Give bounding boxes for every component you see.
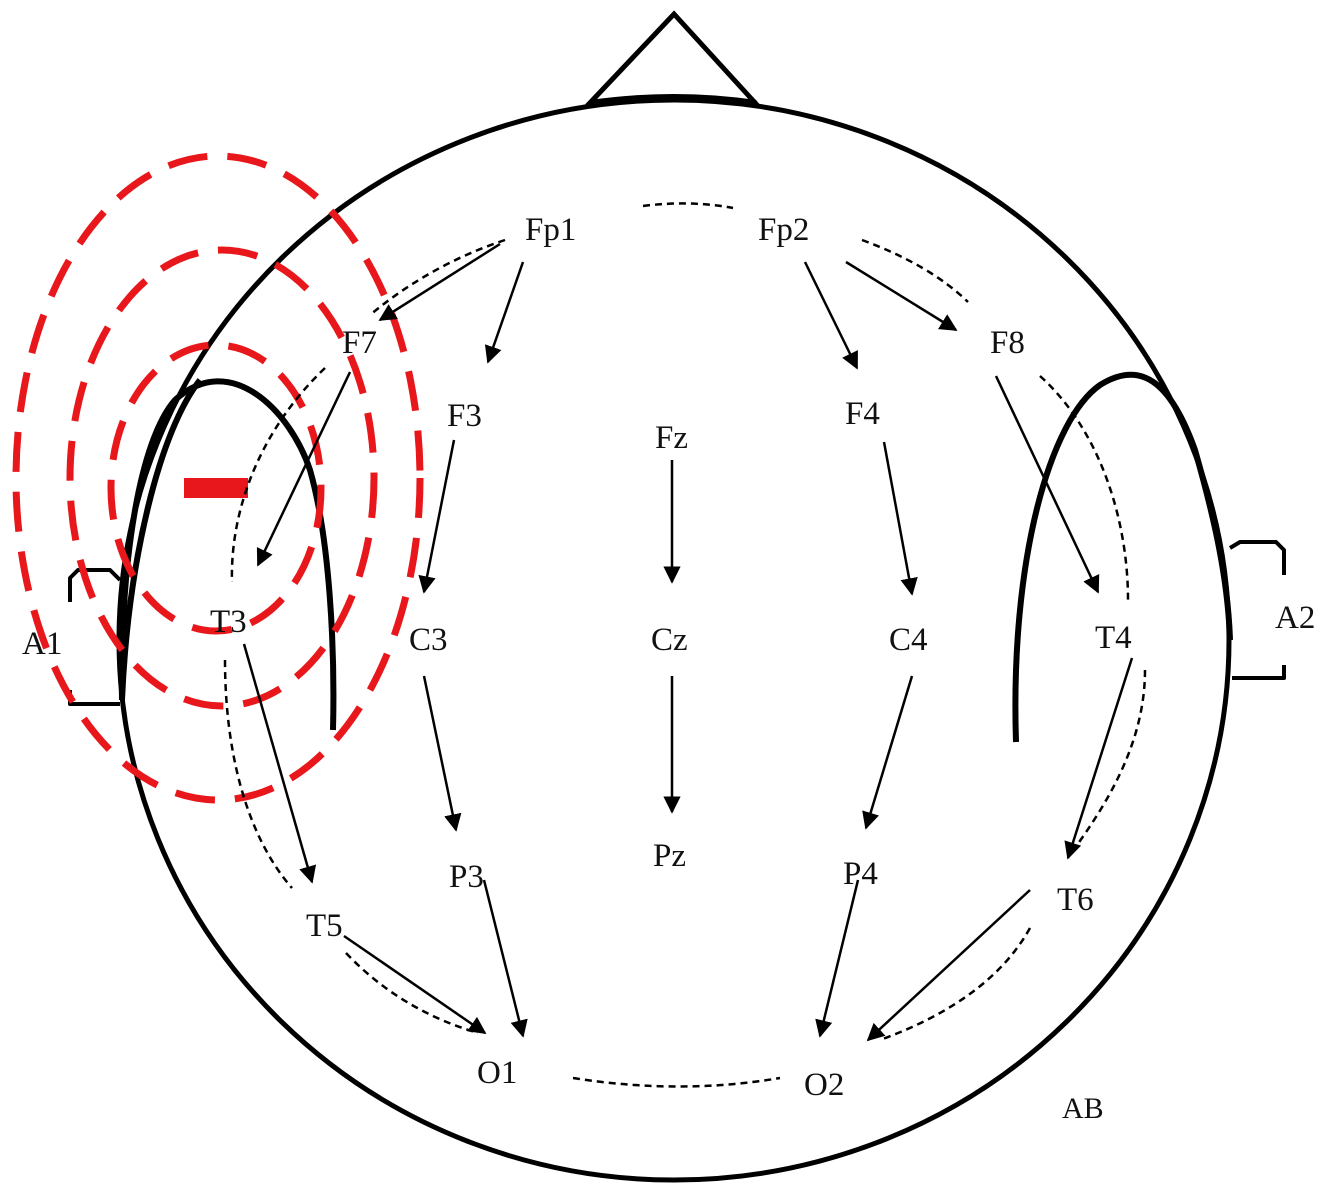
electrode-t6: T6 [1057, 882, 1094, 918]
electrode-t5: T5 [306, 908, 343, 944]
electrode-p4: P4 [843, 856, 878, 892]
arrow-fp2-f8 [845, 260, 958, 332]
dash-t3-t5 [223, 659, 293, 889]
electrode-c3: C3 [409, 622, 448, 658]
electrode-fp1: Fp1 [525, 212, 576, 248]
electrode-pz: Pz [653, 838, 686, 874]
electrode-t3: T3 [210, 604, 247, 640]
arrow-t4-t6 [1064, 657, 1134, 860]
dash-fp2-f8 [861, 238, 969, 303]
right-lobe-arc [1012, 371, 1233, 743]
arrow-t3-t5 [242, 643, 317, 884]
field-ellipse-outer [12, 152, 424, 804]
arrow-fp2-f4 [803, 261, 859, 370]
electrode-p3: P3 [449, 859, 484, 895]
corner-label: AB [1062, 1092, 1104, 1125]
electrode-f3: F3 [447, 398, 482, 434]
electrode-a2: A2 [1275, 600, 1315, 636]
electrode-cz: Cz [651, 622, 688, 658]
electrode-c4: C4 [889, 622, 928, 658]
electrode-t4: T4 [1095, 620, 1132, 656]
arrow-f3-c3 [418, 439, 456, 594]
left-outline-thick [119, 378, 203, 701]
arrow-p3-o1 [482, 879, 528, 1038]
arrow-t6-o2 [866, 889, 1031, 1042]
dash-t5-o1 [345, 952, 479, 1035]
nose [585, 10, 760, 108]
arrow-f7-t3 [256, 371, 352, 567]
electrode-fz: Fz [655, 420, 688, 456]
arrow-p4-o2 [815, 879, 860, 1038]
electrode-o2: O2 [804, 1067, 844, 1103]
field-ellipse-middle [66, 246, 378, 710]
dash-t4-t6 [1070, 669, 1147, 853]
negative-marker [184, 478, 248, 498]
electrode-f4: F4 [845, 396, 880, 432]
dash-f8-t4 [1039, 375, 1130, 601]
dash-fp1-f7 [369, 238, 506, 316]
arrow-c3-p3 [422, 675, 462, 832]
field-ellipse-inner [107, 341, 325, 635]
electrode-o1: O1 [477, 1055, 517, 1091]
right-ear [1228, 540, 1286, 680]
electrode-fp2: Fp2 [758, 212, 809, 248]
arrow-fp1-f3 [484, 261, 525, 364]
left-lobe-arc [118, 378, 337, 731]
arrow-c4-p4 [862, 675, 914, 830]
arrow-f4-c4 [882, 441, 918, 596]
arrow-fp1-f7 [378, 242, 501, 322]
electrode-a1: A1 [22, 626, 62, 662]
nose-base [589, 94, 757, 108]
arrow-t5-o1 [343, 934, 487, 1035]
dash-fp1-fp2 [642, 202, 734, 210]
dash-f7-t3 [230, 367, 326, 583]
arrow-f8-t4 [994, 375, 1100, 594]
dash-t6-o2 [879, 927, 1032, 1042]
electrode-f8: F8 [990, 325, 1025, 361]
dash-o1-o2 [572, 1076, 781, 1088]
electrode-f7: F7 [342, 325, 377, 361]
